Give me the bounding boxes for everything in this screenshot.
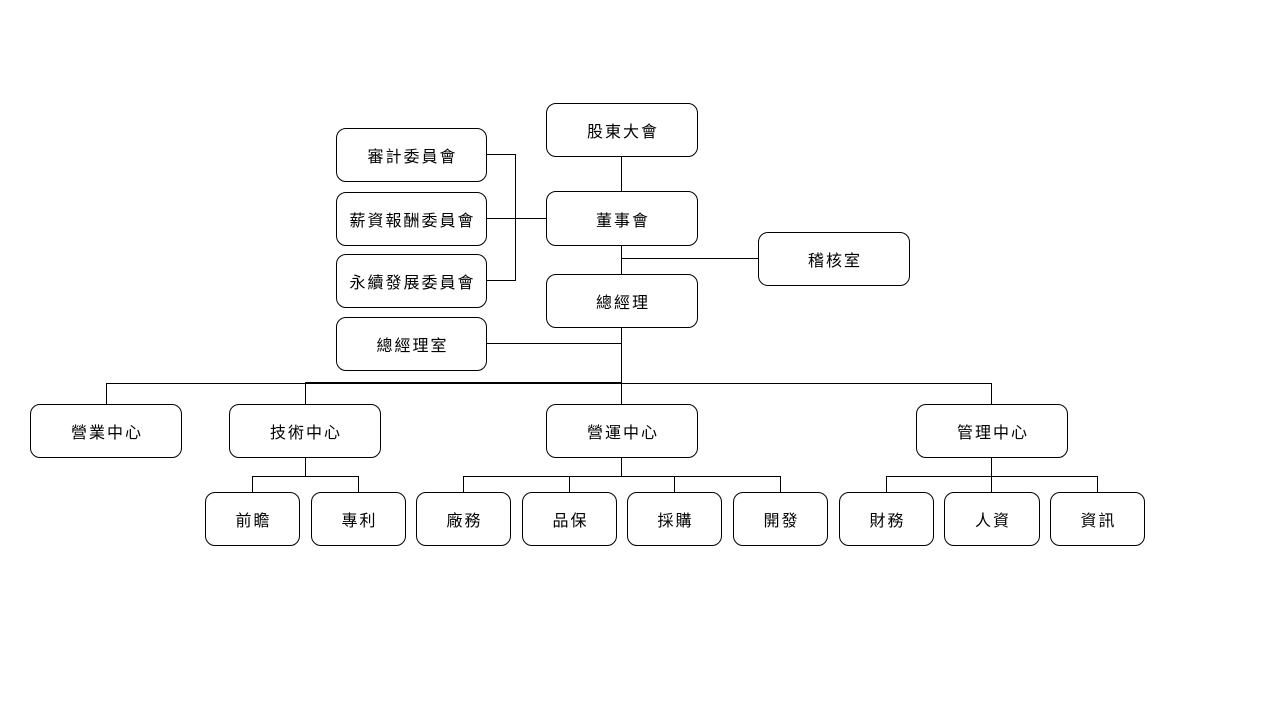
drop-technology-center xyxy=(305,383,306,404)
node-human-resources: 人資 xyxy=(944,492,1040,546)
node-general-manager: 總經理 xyxy=(546,274,698,328)
node-sales-center: 營業中心 xyxy=(30,404,182,458)
node-audit-office: 稽核室 xyxy=(758,232,910,286)
node-sustainability-committee: 永續發展委員會 xyxy=(336,254,487,308)
drop-foresight xyxy=(252,476,253,493)
connector-board-general-manager xyxy=(621,246,622,274)
connector-shareholders-board xyxy=(621,157,622,191)
node-patent: 專利 xyxy=(311,492,406,546)
connector-committee-spine xyxy=(515,154,516,281)
node-technology-center: 技術中心 xyxy=(229,404,381,458)
drop-patent xyxy=(358,476,359,493)
node-plant-affairs: 廠務 xyxy=(416,492,511,546)
drop-information-technology xyxy=(1097,476,1098,493)
node-procurement: 採購 xyxy=(627,492,722,546)
drop-quality-assurance xyxy=(569,476,570,493)
drop-plant-affairs xyxy=(463,476,464,493)
node-quality-assurance: 品保 xyxy=(522,492,617,546)
drop-procurement xyxy=(674,476,675,493)
connector-general-manager-bus xyxy=(621,328,622,383)
drop-sales-center xyxy=(106,383,107,404)
node-management-center: 管理中心 xyxy=(916,404,1068,458)
node-audit-committee: 審計委員會 xyxy=(336,128,487,182)
feed-technology-children xyxy=(305,458,306,477)
node-operations-center: 營運中心 xyxy=(546,404,698,458)
main-bus-middle xyxy=(305,382,622,384)
connector-compensation-committee-board xyxy=(487,218,546,219)
feed-operations-children xyxy=(621,458,622,477)
node-board-of-directors: 董事會 xyxy=(546,191,698,246)
connector-general-manager-office xyxy=(487,343,622,344)
node-information-technology: 資訊 xyxy=(1050,492,1145,546)
bus-operations-children xyxy=(463,476,781,477)
node-foresight: 前瞻 xyxy=(205,492,300,546)
node-finance: 財務 xyxy=(839,492,934,546)
drop-finance xyxy=(886,476,887,493)
bus-management-children xyxy=(886,476,1098,477)
drop-human-resources xyxy=(991,476,992,493)
connector-audit-committee-spine xyxy=(487,154,516,155)
drop-management-center xyxy=(991,383,992,404)
main-bus-left xyxy=(106,383,306,384)
connector-audit-office xyxy=(622,258,758,259)
node-compensation-committee: 薪資報酬委員會 xyxy=(336,192,487,246)
main-bus-right xyxy=(621,383,992,384)
drop-operations-center xyxy=(621,383,622,404)
node-development: 開發 xyxy=(733,492,828,546)
connector-sustainability-committee-spine xyxy=(487,280,516,281)
node-general-manager-office: 總經理室 xyxy=(336,317,487,371)
feed-management-children xyxy=(991,458,992,477)
drop-development xyxy=(780,476,781,493)
bus-technology-children xyxy=(252,476,359,477)
node-shareholders-meeting: 股東大會 xyxy=(546,103,698,157)
